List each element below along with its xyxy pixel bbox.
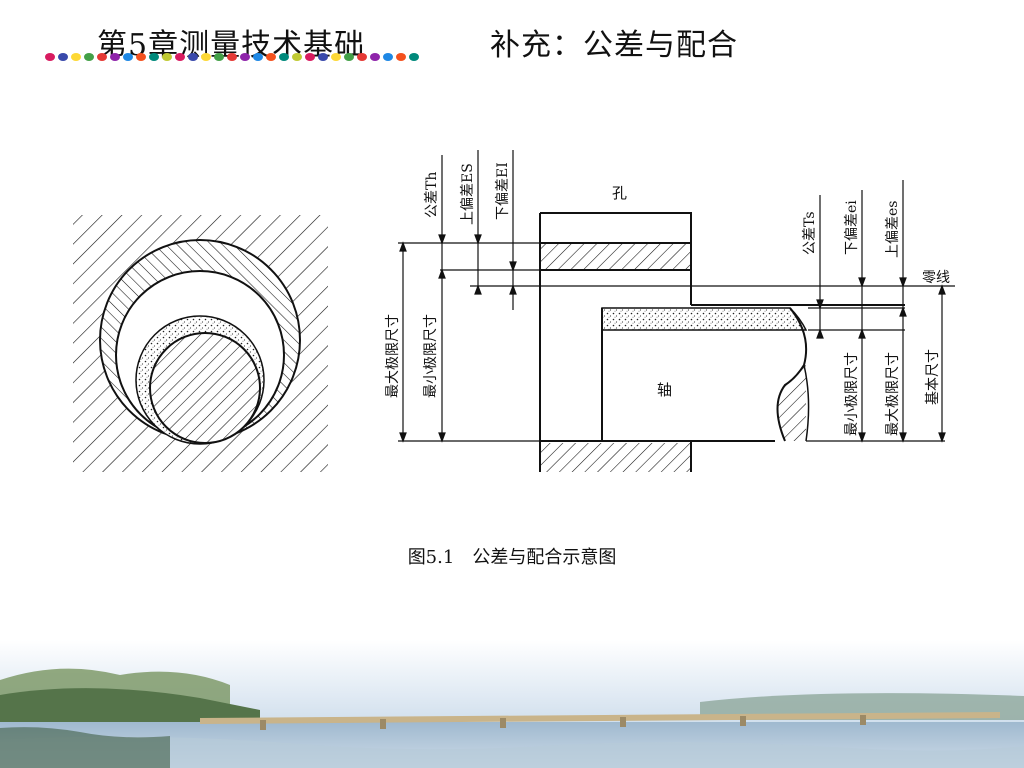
shaft-tolerance-label: 公差Ts (802, 211, 818, 255)
fit-cross-section (73, 215, 328, 472)
decorative-dot (305, 53, 315, 61)
shaft-lower-deviation-label: 下偏差ei (844, 200, 860, 255)
decorative-dot (227, 53, 237, 61)
decorative-dot (45, 53, 55, 61)
hole-lower-deviation-label: 下偏差EI (495, 162, 511, 220)
decorative-dot (175, 53, 185, 61)
zero-line-label: 零线 (922, 270, 950, 286)
shaft-upper-deviation-label: 上偏差es (885, 201, 901, 258)
shaft-min-limit-label: 最小极限尺寸 (844, 352, 860, 436)
tolerance-fit-diagram: 孔 轴 零线 公差Th 上偏差ES 下偏差EI 最大极限尺寸 最小极限尺寸 公差… (73, 150, 955, 472)
decorative-dot (58, 53, 68, 61)
decorative-dot (214, 53, 224, 61)
basic-size-label: 基本尺寸 (924, 349, 941, 405)
hole-tolerance-label: 公差Th (424, 172, 440, 218)
decorative-dot (110, 53, 120, 61)
hole-max-limit-label: 最大极限尺寸 (385, 314, 401, 398)
hole-label: 孔 (612, 184, 627, 202)
hole-body (539, 212, 775, 472)
decorative-dot (344, 53, 354, 61)
hole-dimension-lines (399, 150, 517, 443)
shaft-label: 轴 (657, 381, 672, 399)
decorative-dot (253, 53, 263, 61)
decorative-dot (123, 53, 133, 61)
decorative-dot-line (45, 53, 419, 61)
decorative-dot (240, 53, 250, 61)
figure-caption: 图5.1 公差与配合示意图 (407, 547, 617, 568)
shaft-max-limit-label: 最大极限尺寸 (885, 352, 901, 436)
decorative-dot (84, 53, 94, 61)
decorative-dot (201, 53, 211, 61)
shaft-dimension-lines (816, 180, 946, 443)
decorative-dot (266, 53, 276, 61)
shaft-body (601, 304, 905, 442)
hole-min-limit-label: 最小极限尺寸 (423, 314, 439, 398)
landscape-banner-image (0, 640, 1024, 768)
hole-upper-deviation-label: 上偏差ES (460, 163, 476, 225)
decorative-dot (71, 53, 81, 61)
decorative-dot (97, 53, 107, 61)
reference-lines (398, 242, 955, 442)
decorative-dot (383, 53, 393, 61)
decorative-dot (331, 53, 341, 61)
decorative-dot (136, 53, 146, 61)
decorative-dot (292, 53, 302, 61)
decorative-dot (149, 53, 159, 61)
decorative-dot (279, 53, 289, 61)
decorative-dot (357, 53, 367, 61)
decorative-dot (370, 53, 380, 61)
decorative-dot (409, 53, 419, 61)
page-subtitle: 补充：公差与配合 (490, 28, 738, 63)
decorative-dot (162, 53, 172, 61)
decorative-dot (188, 53, 198, 61)
decorative-dot (396, 53, 406, 61)
decorative-dot (318, 53, 328, 61)
